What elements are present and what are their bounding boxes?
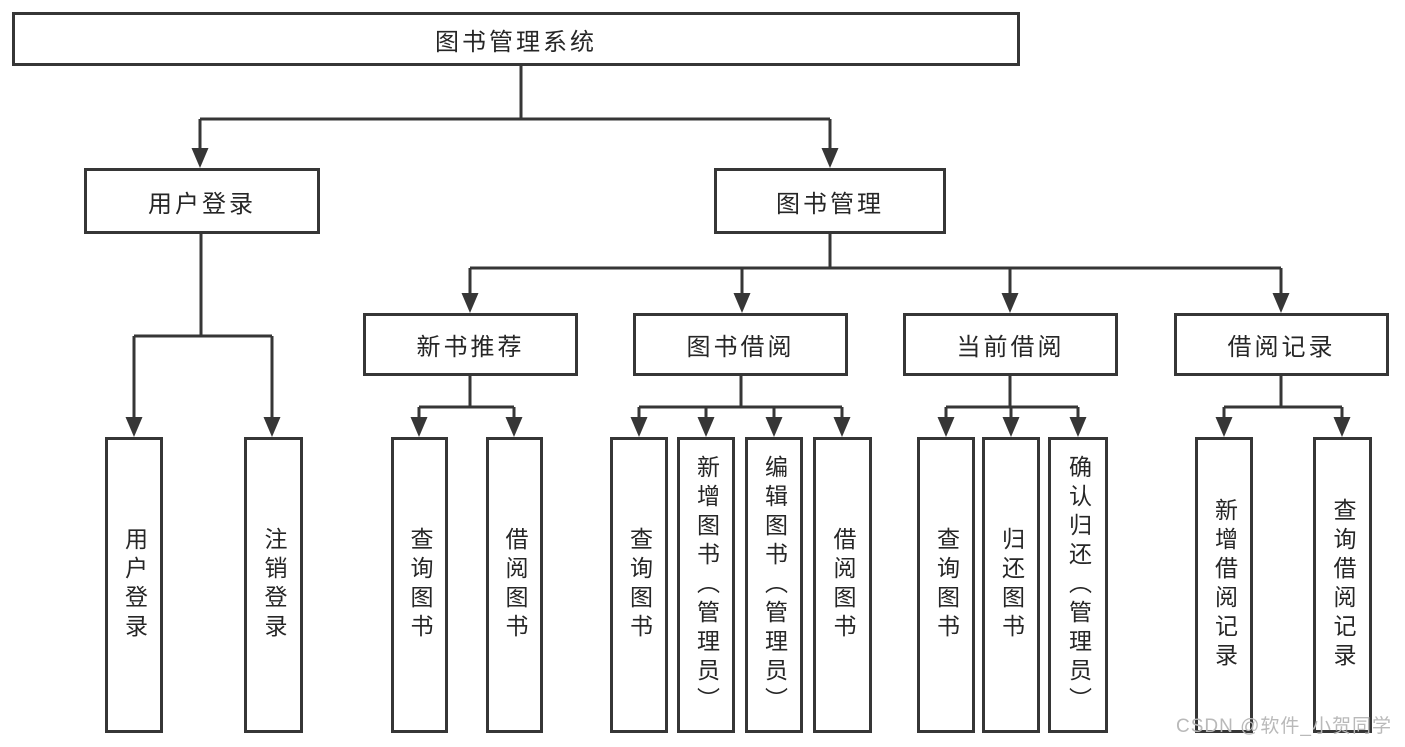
connector-current-borrow-children <box>937 375 1087 437</box>
connector-book-borrow-children <box>630 375 851 437</box>
leaf-label: 借阅图书 <box>502 527 528 643</box>
node-user-login: 用户登录 <box>84 168 320 234</box>
node-book-mgmt: 图书管理 <box>714 168 946 234</box>
connector-book-mgmt-to-level3 <box>461 233 1290 313</box>
leaf-label: 归还图书 <box>998 527 1025 643</box>
connector-borrow-records-children <box>1215 375 1351 437</box>
leaf-label: 编辑图书（管理员） <box>761 454 788 716</box>
node-current-borrow: 当前借阅 <box>903 313 1118 376</box>
node-leaf-edit-book-admin: 编辑图书（管理员） <box>745 437 803 733</box>
leaf-label: 查询借阅记录 <box>1330 498 1356 672</box>
node-leaf-borrow-book-1: 借阅图书 <box>486 437 543 733</box>
leaf-label: 用户登录 <box>121 527 148 643</box>
node-new-book-recommend: 新书推荐 <box>363 313 578 376</box>
leaf-label: 新增借阅记录 <box>1211 498 1238 672</box>
connector-root-to-level2 <box>191 64 839 168</box>
leaf-label: 查询图书 <box>626 527 653 643</box>
node-leaf-query-book-1: 查询图书 <box>391 437 448 733</box>
node-leaf-return-book: 归还图书 <box>982 437 1040 733</box>
node-leaf-logout: 注销登录 <box>244 437 303 733</box>
leaf-label: 注销登录 <box>261 527 287 643</box>
node-leaf-query-book-2: 查询图书 <box>610 437 668 733</box>
node-leaf-borrow-book-2: 借阅图书 <box>813 437 872 733</box>
connector-new-book-recommend-children <box>410 375 523 437</box>
node-root-library-system: 图书管理系统 <box>12 12 1020 66</box>
node-borrow-records: 借阅记录 <box>1174 313 1389 376</box>
node-leaf-add-book-admin: 新增图书（管理员） <box>677 437 735 733</box>
node-leaf-query-borrow-record: 查询借阅记录 <box>1313 437 1372 733</box>
leaf-label: 查询图书 <box>933 527 960 643</box>
node-leaf-confirm-return-admin: 确认归还（管理员） <box>1048 437 1108 733</box>
leaf-label: 查询图书 <box>407 527 433 643</box>
node-book-borrow: 图书借阅 <box>633 313 848 376</box>
leaf-label: 确认归还（管理员） <box>1065 454 1092 716</box>
csdn-watermark: CSDN @软件_小贺同学 <box>1176 716 1392 737</box>
connector-user-login-to-children <box>125 233 281 437</box>
node-leaf-query-book-3: 查询图书 <box>917 437 975 733</box>
node-leaf-add-borrow-record: 新增借阅记录 <box>1195 437 1253 733</box>
leaf-label: 新增图书（管理员） <box>693 454 720 716</box>
leaf-label: 借阅图书 <box>830 527 856 643</box>
node-leaf-user-login: 用户登录 <box>105 437 163 733</box>
